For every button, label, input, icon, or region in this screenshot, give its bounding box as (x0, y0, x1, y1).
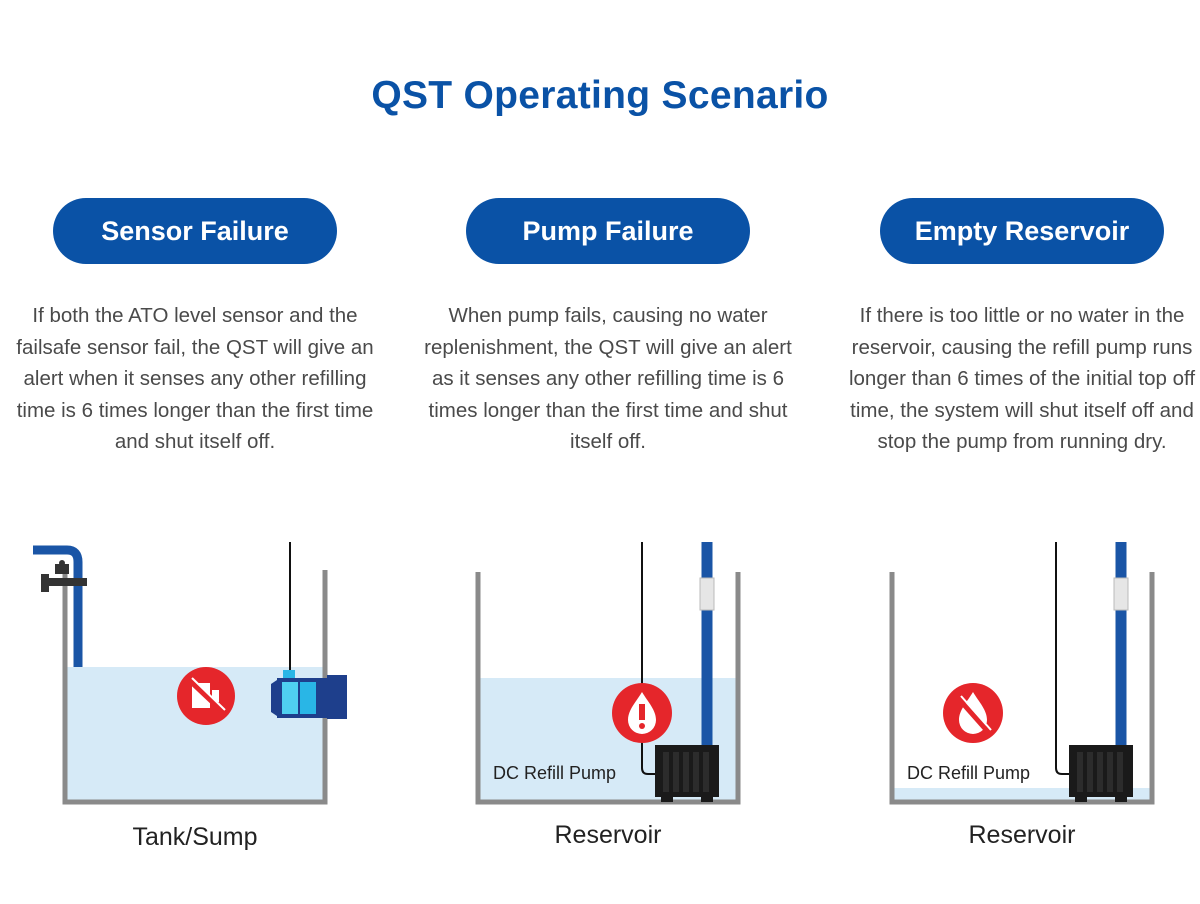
reservoir-walls (475, 572, 741, 805)
scenario-heading: Empty Reservoir (880, 198, 1164, 264)
sensor-off-icon (177, 667, 235, 725)
page-title: QST Operating Scenario (371, 74, 829, 117)
scenario-description: If both the ATO level sensor and the fai… (16, 304, 374, 453)
scenario-pump-failure: Pump Failure When pump fails, causing no… (418, 0, 798, 904)
reservoir-walls (889, 572, 1155, 805)
reservoir-diagram: DC Refill Pump (889, 542, 1155, 805)
reservoir-diagram: DC Refill Pump (475, 542, 741, 805)
refill-pump-icon (1069, 745, 1133, 802)
valve-icon (41, 560, 87, 592)
sensor-cable (641, 542, 656, 775)
refill-pump-icon (655, 745, 719, 802)
sensor-cable (1055, 542, 1070, 775)
scenario-heading: Sensor Failure (53, 198, 337, 264)
diagram-caption: Reservoir (968, 821, 1076, 849)
no-water-icon (943, 683, 1003, 743)
alert-drop-icon (612, 683, 672, 743)
tank-sump-diagram (33, 542, 347, 805)
float-sensor-icon (271, 670, 347, 719)
diagram-caption: Reservoir (554, 821, 662, 849)
pipe-connector (1113, 577, 1129, 611)
inlet-pipe (33, 545, 83, 667)
pump-label: DC Refill Pump (493, 763, 616, 783)
scenario-description: If there is too little or no water in th… (848, 304, 1196, 453)
scenario-description: When pump fails, causing no water replen… (424, 304, 792, 453)
scenario-sensor-failure: Sensor Failure If both the ATO level sen… (5, 0, 385, 904)
scenario-empty-reservoir: Empty Reservoir If there is too little o… (832, 0, 1200, 904)
pipe-connector (699, 577, 715, 611)
scenario-heading: Pump Failure (466, 198, 750, 264)
pump-label: DC Refill Pump (907, 763, 1030, 783)
diagram-caption: Tank/Sump (132, 823, 258, 851)
